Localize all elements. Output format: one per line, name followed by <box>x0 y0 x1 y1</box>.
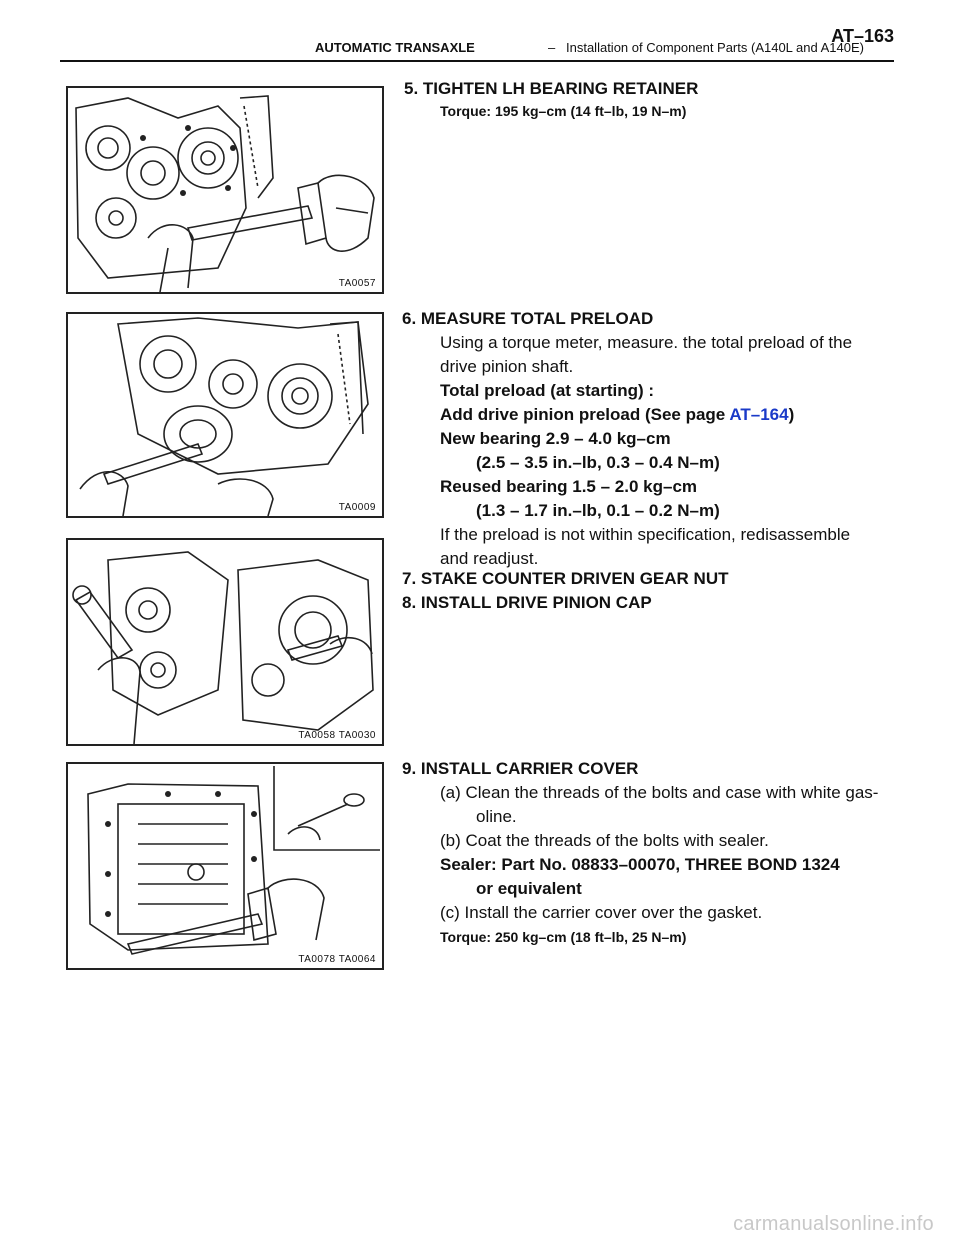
step-6-instruction-line-2: drive pinion shaft. <box>440 357 574 376</box>
transaxle-illustration-4 <box>87 766 380 955</box>
figure-carrier-cover: TA0078 TA0064 <box>66 762 384 970</box>
add-pinion-preload-suffix: ) <box>788 405 795 424</box>
reused-bearing-spec: Reused bearing 1.5 – 2.0 kg–cm <box>440 477 698 496</box>
step-6-note-line-2: and readjust. <box>440 549 539 568</box>
sealer-spec-line-2: or equivalent <box>476 879 582 898</box>
transaxle-illustration-2 <box>79 317 369 516</box>
step-5-heading: 5. TIGHTEN LH BEARING RETAINER <box>404 79 699 98</box>
figure-code-2: TA0009 <box>338 502 376 513</box>
step-8-heading: 8. INSTALL DRIVE PINION CAP <box>402 593 652 612</box>
figure-code-3: TA0058 TA0030 <box>298 730 376 741</box>
step-6-instruction-line-1: Using a torque meter, measure. the total… <box>440 333 853 352</box>
new-bearing-conversion: (2.5 – 3.5 in.–lb, 0.3 – 0.4 N–m) <box>476 453 720 472</box>
chapter-title: AUTOMATIC TRANSAXLE <box>315 40 475 55</box>
step-6-heading: 6. MEASURE TOTAL PRELOAD <box>402 309 654 328</box>
step-9c: (c) Install the carrier cover over the g… <box>440 903 763 922</box>
add-pinion-preload-prefix: Add drive pinion preload (See page <box>440 405 730 424</box>
step-7-heading: 7. STAKE COUNTER DRIVEN GEAR NUT <box>402 569 729 588</box>
page-number: AT–163 <box>831 26 894 46</box>
transaxle-illustration-1 <box>75 95 375 292</box>
figure-code-1: TA0057 <box>338 278 376 289</box>
figure-stake-and-cap: TA0058 TA0030 <box>66 538 384 746</box>
step-6-note-line-1: If the preload is not within specificati… <box>440 525 851 544</box>
new-bearing-spec: New bearing 2.9 – 4.0 kg–cm <box>440 429 671 448</box>
header-separator: – <box>548 40 556 55</box>
header-rule <box>60 60 894 62</box>
total-preload-label: Total preload (at starting) : <box>440 381 655 400</box>
step-9-heading: 9. INSTALL CARRIER COVER <box>402 759 639 778</box>
transaxle-illustration-3 <box>72 551 374 744</box>
page-link-at-164[interactable]: AT–164 <box>729 405 789 424</box>
figure-total-preload: TA0009 <box>66 312 384 518</box>
step-9-torque: Torque: 250 kg–cm (18 ft–lb, 25 N–m) <box>440 929 687 945</box>
watermark: carmanualsonline.info <box>733 1213 934 1235</box>
reused-bearing-conversion: (1.3 – 1.7 in.–lb, 0.1 – 0.2 N–m) <box>476 501 720 520</box>
figure-lh-bearing-retainer: TA0057 <box>66 86 384 294</box>
add-pinion-preload: Add drive pinion preload (See page AT–16… <box>440 402 794 428</box>
step-9a-line-2: oline. <box>476 807 517 826</box>
step-5-torque: Torque: 195 kg–cm (14 ft–lb, 19 N–m) <box>440 103 687 119</box>
step-9a-line-1: (a) Clean the threads of the bolts and c… <box>440 783 879 802</box>
section-title: Installation of Component Parts (A140L a… <box>566 40 864 55</box>
page-header: AUTOMATIC TRANSAXLE – Installation of Co… <box>60 14 894 62</box>
figure-code-4: TA0078 TA0064 <box>298 954 376 965</box>
step-9b: (b) Coat the threads of the bolts with s… <box>440 831 769 850</box>
sealer-spec-line-1: Sealer: Part No. 08833–00070, THREE BOND… <box>440 855 840 874</box>
